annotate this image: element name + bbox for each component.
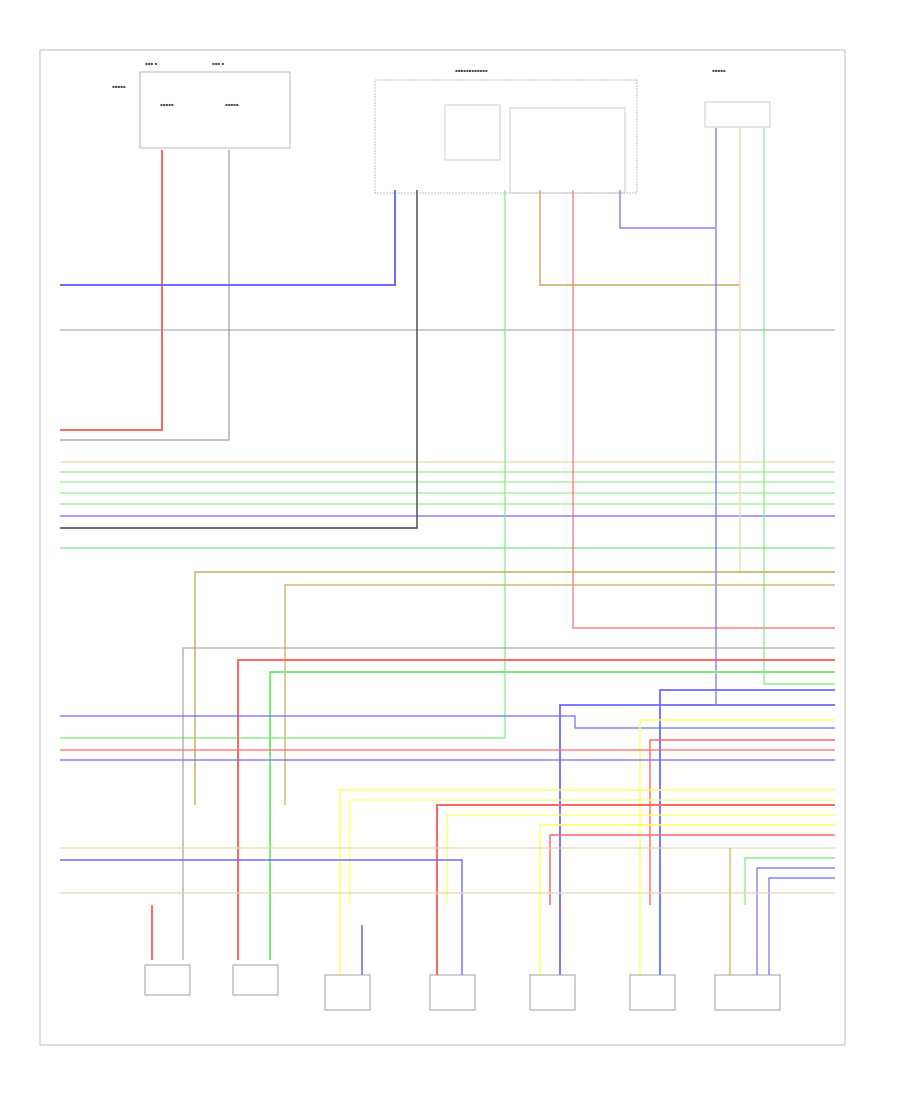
wire-red-3 <box>649 739 835 905</box>
wire-blu-2 <box>659 689 835 905</box>
wire-blu-5 <box>60 859 463 905</box>
svg-text:▪▪▪ ▪: ▪▪▪ ▪ <box>145 61 157 66</box>
wire-blu-top <box>619 190 715 229</box>
wire-yel-3 <box>349 799 835 905</box>
sensor-4 <box>629 974 676 1011</box>
wire-gray-1 <box>60 150 230 441</box>
wire-grn-v2 <box>763 128 835 685</box>
wire-tan-v1 <box>739 128 835 573</box>
svg-text:▪▪▪ ▪: ▪▪▪ ▪ <box>212 61 224 66</box>
wire-blu-6 <box>756 867 835 905</box>
wire-red-2 <box>237 659 835 905</box>
svg-text:▪▪▪▪▪: ▪▪▪▪▪ <box>112 84 126 89</box>
bottom-components <box>144 964 781 1011</box>
diagram-border <box>39 49 846 1046</box>
wire-blu-7 <box>768 877 835 905</box>
fuse-box: ▪▪▪▪▪ ▪▪▪ ▪ ▪▪▪ ▪ ▪▪▪▪▪ ▪▪▪▪▪ <box>112 61 291 149</box>
motor-2 <box>232 964 279 996</box>
svg-text:▪▪▪▪▪: ▪▪▪▪▪ <box>225 102 239 107</box>
wire-red-v1 <box>572 190 835 629</box>
wire-grn-v1 <box>60 190 506 739</box>
wire-blu-4 <box>60 715 835 729</box>
motor-1 <box>144 964 191 996</box>
module-5 <box>714 974 781 1011</box>
wire-blu-v2 <box>680 128 717 706</box>
wire-red-5 <box>549 834 835 905</box>
wire-blue-1 <box>60 190 396 286</box>
wire-brn-1 <box>539 190 740 286</box>
wire-yel-4 <box>446 814 835 905</box>
outside-temp-sensor: ▪▪▪▪▪ <box>704 68 771 128</box>
wire-brn-2 <box>194 571 835 805</box>
wire-yel-1 <box>639 719 835 905</box>
wire-red-4 <box>436 804 835 905</box>
wire-gray-2 <box>182 647 835 905</box>
wires <box>60 128 835 975</box>
svg-text:▪▪▪▪▪: ▪▪▪▪▪ <box>160 102 174 107</box>
sensor-1 <box>324 974 371 1011</box>
svg-text:▪▪▪▪▪: ▪▪▪▪▪ <box>712 68 726 73</box>
sensor-3 <box>529 974 576 1011</box>
svg-text:▪▪▪▪▪▪▪▪▪▪▪▪: ▪▪▪▪▪▪▪▪▪▪▪▪ <box>455 68 488 73</box>
wire-yel-5 <box>539 824 835 905</box>
sensor-2 <box>429 974 476 1011</box>
wire-red-1 <box>60 150 163 431</box>
wire-blk-1 <box>60 190 418 529</box>
wire-grn-2 <box>269 671 835 905</box>
wire-grn-3 <box>744 857 835 905</box>
combination-switch: ▪▪▪▪▪▪▪▪▪▪▪▪ <box>374 68 638 194</box>
wire-brn-3 <box>284 584 835 805</box>
